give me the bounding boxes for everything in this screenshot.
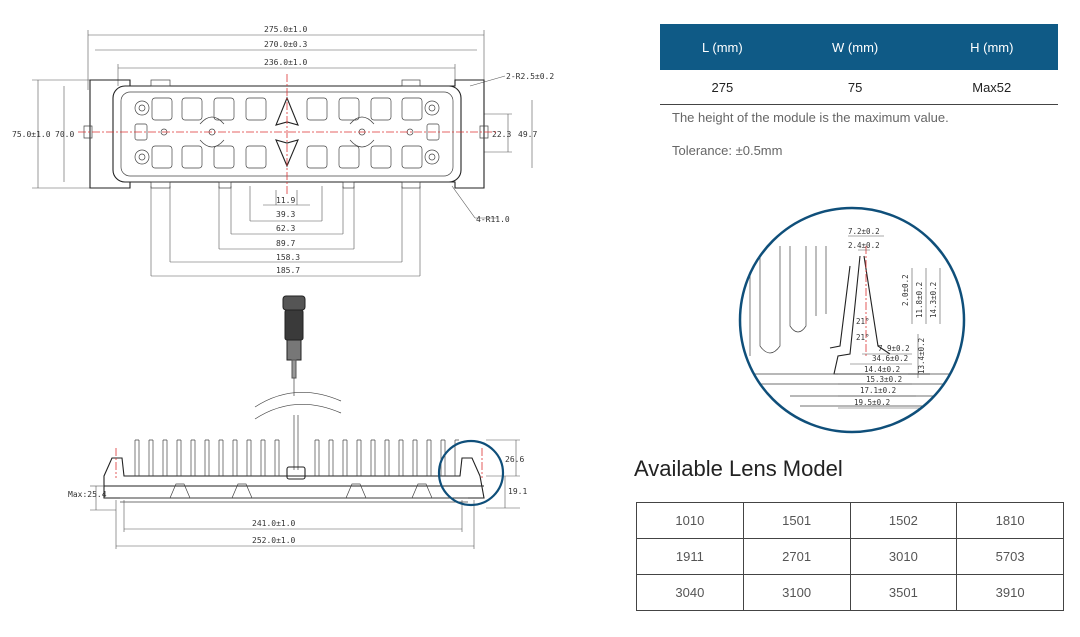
dim-length-252: 252.0±1.0: [252, 536, 296, 545]
dim-body-length: 270.0±0.3: [264, 40, 308, 49]
value-width: 75: [784, 70, 926, 105]
dim-d8: 13.4±0.2: [917, 338, 926, 374]
dim-d5: 14.3±0.2: [929, 282, 938, 318]
dim-d12: 19.5±0.2: [854, 398, 890, 407]
dim-d3: 2.0±0.2: [901, 274, 910, 306]
top-view-module: [78, 74, 496, 196]
dim-a2: 21°: [856, 333, 870, 342]
dim-corner-radius-small: 2-R2.5±0.2: [506, 72, 554, 81]
detail-zoom-view: 7.2±0.2 2.4±0.2 2.0±0.2 11.8±0.2 14.3±0.…: [738, 206, 966, 434]
cable-connector: [254, 295, 342, 480]
top-view-dimensions: 275.0±1.0 270.0±0.3 236.0±1.0 2-R2.5±0.2…: [12, 25, 554, 277]
dim-length-241: 241.0±1.0: [252, 519, 296, 528]
dim-d4: 11.8±0.2: [915, 282, 924, 318]
dim-base-height: 19.1: [508, 487, 527, 496]
header-height: H (mm): [925, 24, 1058, 70]
lens-cell: 2701: [742, 538, 851, 575]
lens-row: 3040 3100 3501 3910: [636, 574, 1064, 611]
value-height: Max52: [925, 70, 1058, 105]
module-technical-drawing: 275.0±1.0 270.0±0.3 236.0±1.0 2-R2.5±0.2…: [12, 25, 554, 549]
dim-bottom-3: 62.3: [276, 224, 295, 233]
lens-cell: 3010: [849, 538, 958, 575]
lens-cell: 1911: [636, 538, 744, 575]
dim-d9: 14.4±0.2: [864, 365, 900, 374]
lens-cell: 1501: [742, 502, 851, 539]
height-note: The height of the module is the maximum …: [672, 110, 949, 125]
heatsink-fins: [134, 439, 459, 476]
dim-inner-length: 236.0±1.0: [264, 58, 308, 67]
tolerance-note: Tolerance: ±0.5mm: [672, 143, 783, 158]
dim-d7: 34.6±0.2: [872, 354, 908, 363]
lens-row: 1911 2701 3010 5703: [636, 538, 1064, 575]
dim-bottom-4: 89.7: [276, 239, 295, 248]
dim-bottom-6: 185.7: [276, 266, 300, 275]
dim-bottom-5: 158.3: [276, 253, 300, 262]
side-view-module: [103, 439, 485, 503]
dimensions-header-row: L (mm) W (mm) H (mm): [660, 24, 1058, 70]
side-view-dimensions: Max:25.4 26.6 19.1 241.0±1.0 252.0±1.0: [68, 439, 527, 549]
dim-a1: 21°: [856, 317, 870, 326]
lens-section-title: Available Lens Model: [634, 456, 843, 481]
header-length: L (mm): [660, 24, 785, 70]
dim-max-height: Max:25.4: [68, 490, 107, 499]
dim-overall-length: 275.0±1.0: [264, 25, 308, 34]
lens-cell: 1502: [849, 502, 958, 539]
detail-marker-circle: [437, 439, 505, 507]
dim-body-width: 70.0: [55, 130, 74, 139]
lens-cell: 3501: [849, 574, 958, 611]
lens-cell: 1010: [636, 502, 744, 539]
dim-fin-height: 26.6: [505, 455, 524, 464]
lens-cell: 3910: [956, 574, 1064, 611]
dim-d2: 2.4±0.2: [848, 241, 880, 250]
dim-bottom-2: 39.3: [276, 210, 295, 219]
dim-d10: 15.3±0.2: [866, 375, 902, 384]
lens-row: 1010 1501 1502 1810: [636, 502, 1064, 539]
dim-slot-spacing: 22.3: [492, 130, 511, 139]
dim-corner-radius-large: 4-R11.0: [476, 215, 510, 224]
dim-d6: 7.9±0.2: [878, 344, 910, 353]
dim-d1: 7.2±0.2: [848, 227, 880, 236]
lens-cell: 1810: [956, 502, 1064, 539]
dim-overall-width: 75.0±1.0: [12, 130, 51, 139]
module-dimensions-table: L (mm) W (mm) H (mm) 275 75 Max52: [660, 24, 1058, 105]
dim-d11: 17.1±0.2: [860, 386, 896, 395]
dim-bottom-1: 11.9: [276, 196, 295, 205]
lens-model-table: 1010 1501 1502 1810 1911 2701 3010 5703 …: [636, 502, 1064, 611]
dim-inner-width: 49.7: [518, 130, 537, 139]
lens-cell: 3040: [636, 574, 744, 611]
lens-array: [134, 97, 440, 169]
dimensions-value-row: 275 75 Max52: [660, 70, 1058, 105]
lens-cell: 3100: [742, 574, 851, 611]
header-width: W (mm): [784, 24, 926, 70]
lens-cell: 5703: [956, 538, 1064, 575]
value-length: 275: [660, 70, 785, 105]
